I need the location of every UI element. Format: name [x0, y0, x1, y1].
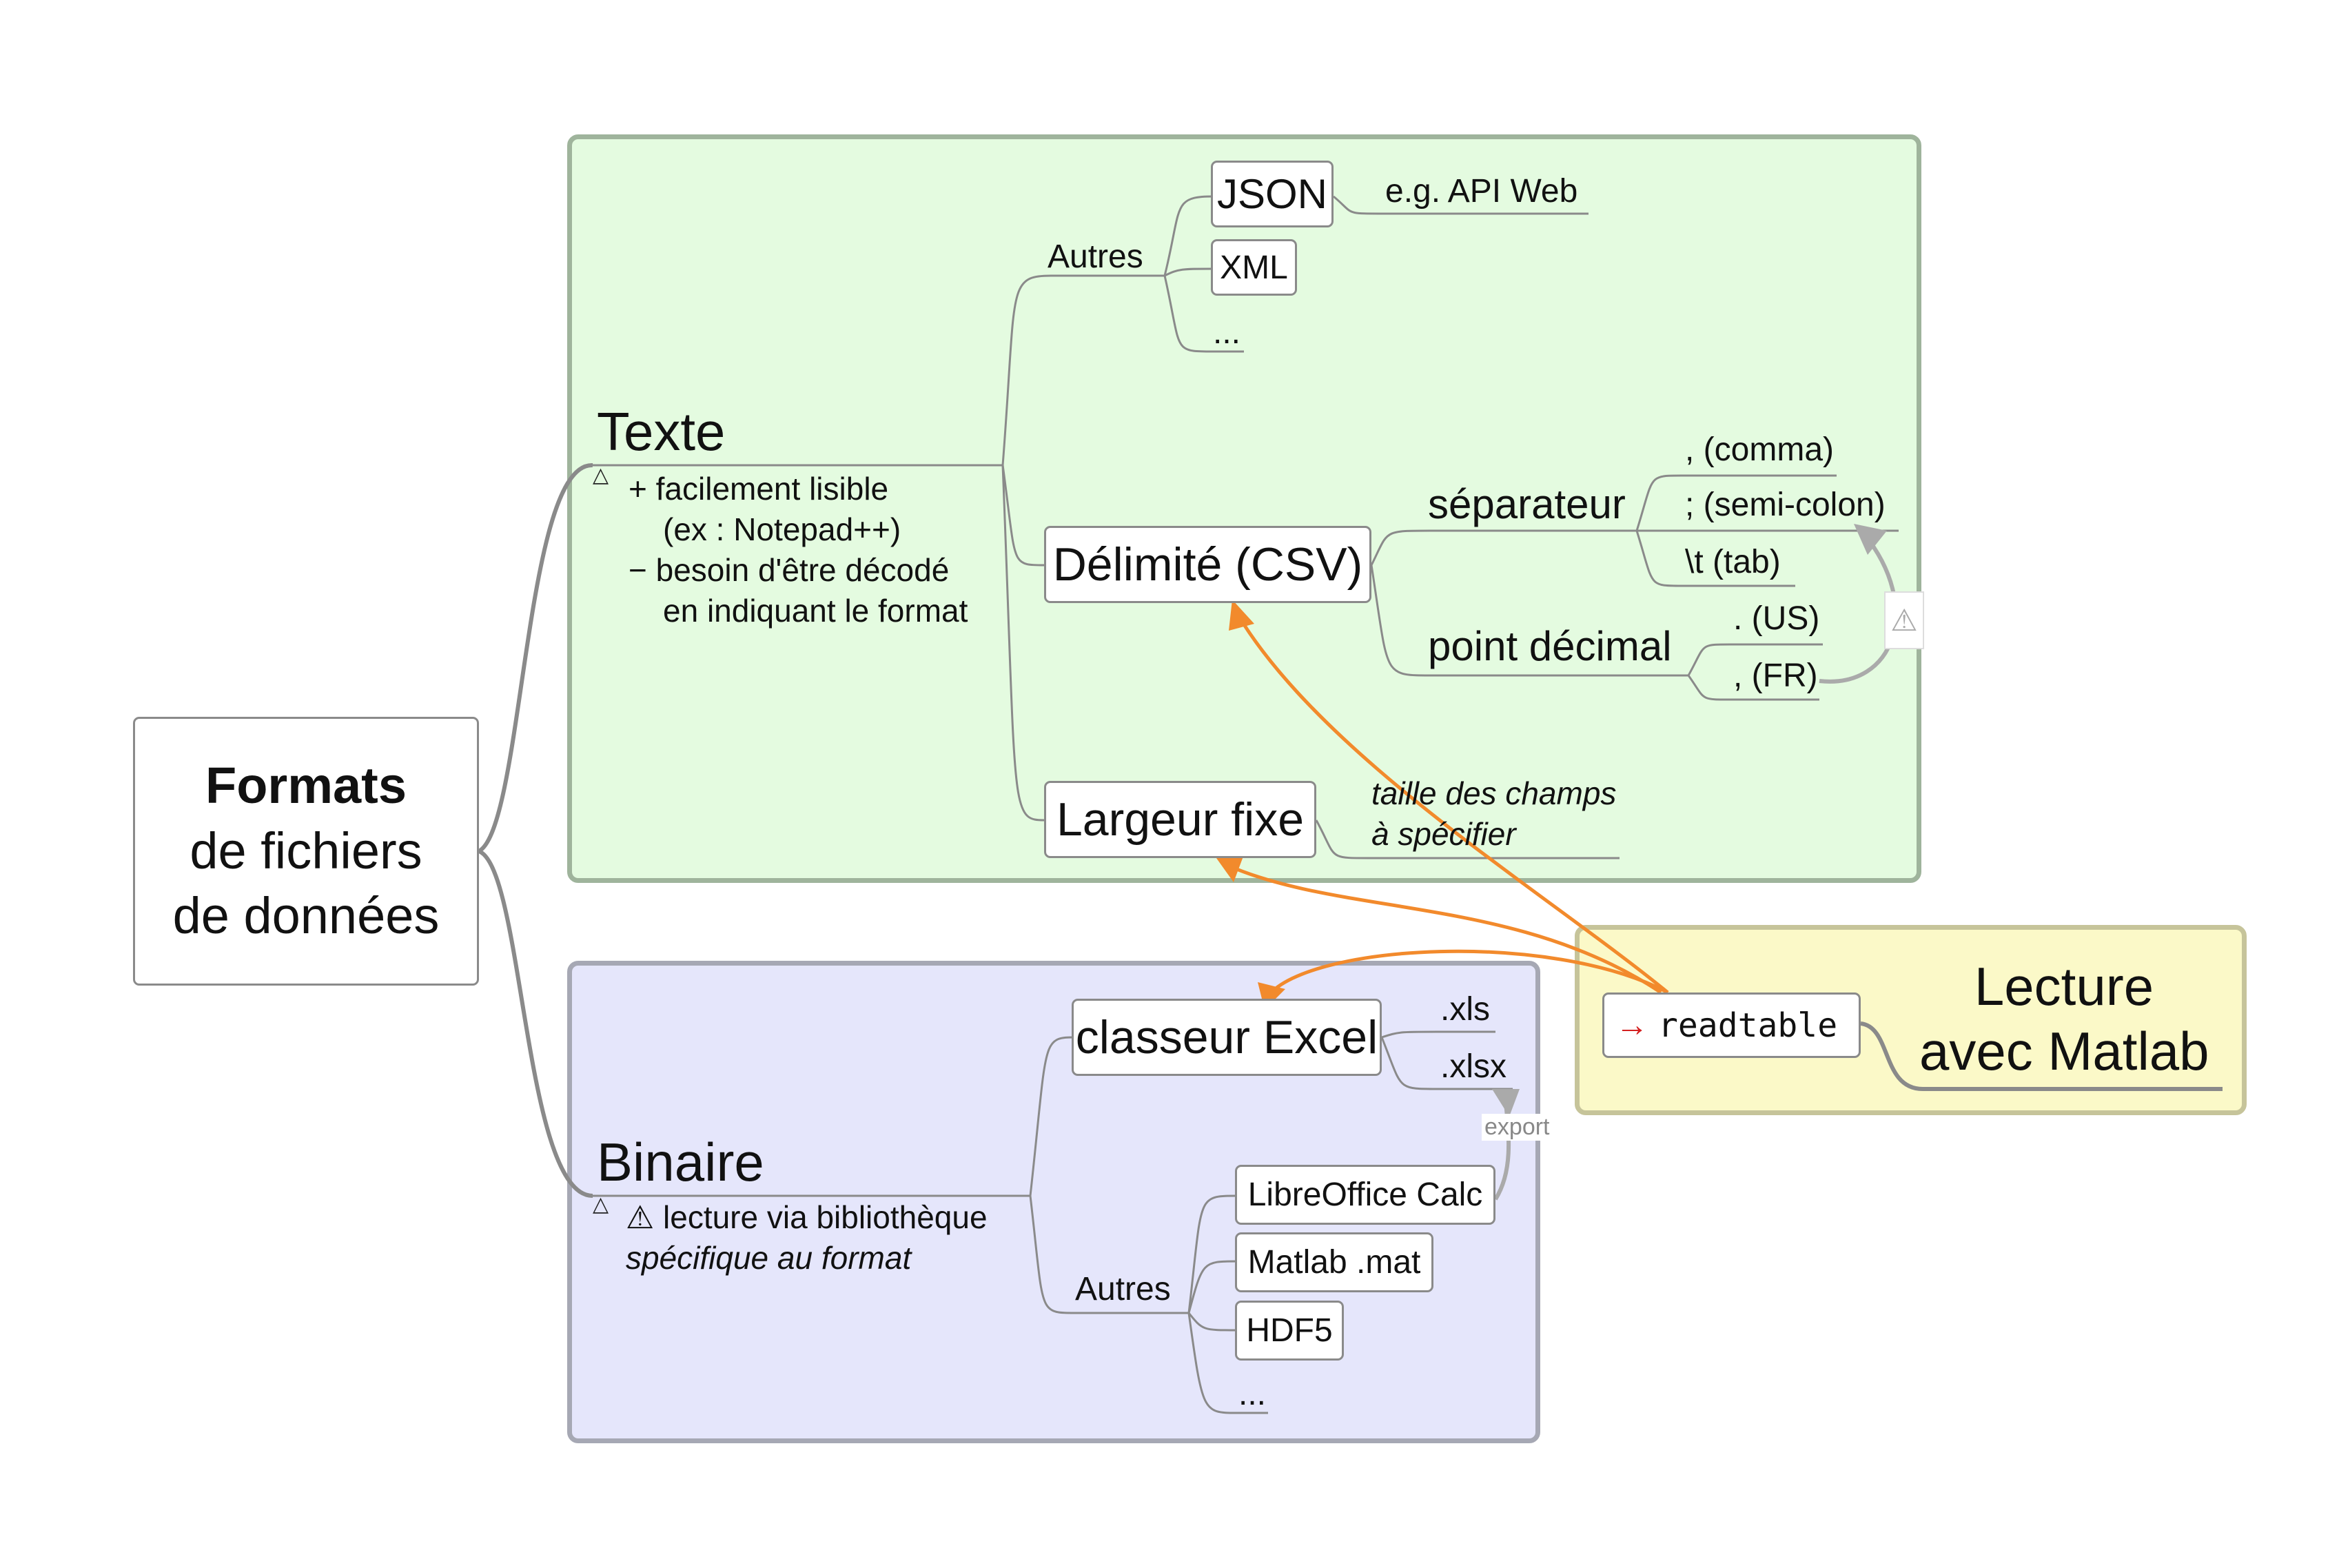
point-decimal-option: . (US): [1733, 600, 1820, 637]
link-autres-xml: [1164, 267, 1214, 277]
link-readtable-lecture: [1860, 1021, 2223, 1091]
export-arrowhead: [1492, 1089, 1520, 1117]
point-decimal-option: , (FR): [1733, 658, 1818, 694]
separateur-option: \t (tab): [1685, 544, 1781, 580]
link-binaire-excel: [1029, 1036, 1076, 1197]
link-point-fr: [1687, 675, 1819, 701]
arrow-right-icon: →: [1615, 1007, 1648, 1043]
point-decimal-label: point décimal: [1428, 623, 1672, 669]
readtable-label: readtable: [1658, 1006, 1838, 1045]
arrow-readtable-largeur: [1225, 863, 1662, 995]
texte-note-line: + facilement lisible: [629, 471, 889, 507]
link-excel-xls: [1381, 1030, 1495, 1039]
readtable-node[interactable]: → readtable: [1602, 992, 1861, 1058]
arrowhead-delimite: [1229, 600, 1254, 631]
binaire-autres-more: ...: [1238, 1376, 1267, 1412]
json-note: e.g. API Web: [1385, 173, 1578, 210]
binaire-note: ⚠ lecture via bibliothèque spécifique au…: [626, 1197, 988, 1279]
link-autres-json: [1163, 195, 1214, 276]
link-autres-dots2: [1187, 1312, 1268, 1414]
link-sep-tab: [1635, 530, 1795, 587]
link-root-binaire: [478, 849, 593, 1198]
texte-note: + facilement lisible (ex : Notepad++) − …: [629, 469, 968, 631]
largeur-fixe-note-line: à spécifier: [1371, 815, 1516, 852]
link-point-us: [1687, 643, 1823, 676]
excel-node: classeur Excel: [1072, 999, 1382, 1076]
root-title: Formats: [205, 756, 407, 814]
lecture-title-line: avec Matlab: [1919, 1020, 2209, 1081]
warning-arrowhead: [1854, 524, 1887, 555]
texte-autres-more: ...: [1213, 314, 1241, 351]
collapse-toggle-icon[interactable]: △: [593, 1193, 609, 1216]
link-autres-matlab: [1187, 1260, 1238, 1314]
largeur-fixe-note-line: taille des champs: [1371, 775, 1617, 811]
hdf5-node: HDF5: [1235, 1301, 1344, 1361]
link-texte-delimite: [1001, 465, 1045, 567]
separateur-option: ; (semi-colon): [1685, 487, 1886, 523]
texte-note-line: (ex : Notepad++): [663, 511, 901, 547]
arrow-readtable-excel: [1267, 949, 1669, 997]
libreoffice-node: LibreOffice Calc: [1235, 1165, 1495, 1225]
binaire-autres-label: Autres: [1075, 1271, 1171, 1307]
delimite-node: Délimité (CSV): [1044, 526, 1371, 603]
binaire-note-line: ⚠ lecture via bibliothèque: [626, 1199, 988, 1235]
xml-node: XML: [1211, 239, 1297, 296]
binaire-title: Binaire: [597, 1132, 764, 1192]
binaire-note-line: spécifique au format: [626, 1239, 912, 1276]
link-delimite-point: [1370, 564, 1688, 677]
link-root-texte: [478, 462, 593, 853]
link-autres-hdf5: [1187, 1312, 1238, 1332]
link-largeur-note: [1315, 819, 1620, 859]
root-line2: de fichiers: [190, 822, 422, 879]
link-delimite-separateur: [1370, 529, 1637, 566]
link-json-note: [1333, 195, 1589, 215]
json-node: JSON: [1211, 161, 1334, 227]
link-sep-comma: [1635, 474, 1837, 531]
separateur-label: séparateur: [1428, 481, 1626, 527]
link-texte-largeur: [1001, 465, 1045, 822]
warning-icon: ⚠: [1884, 591, 1924, 649]
lecture-title-line: Lecture: [1974, 956, 2154, 1017]
excel-format: .xlsx: [1440, 1048, 1506, 1085]
largeur-fixe-node: Largeur fixe: [1044, 781, 1316, 858]
arrowhead-largeur: [1216, 855, 1244, 882]
texte-autres-label: Autres: [1048, 238, 1143, 275]
link-binaire-autres: [1029, 1195, 1189, 1314]
root-node: Formats de fichiers de données: [133, 717, 479, 986]
separateur-option: , (comma): [1685, 431, 1834, 468]
arrow-readtable-delimite: [1235, 612, 1669, 994]
excel-format: .xls: [1440, 991, 1490, 1028]
root-line3: de données: [172, 887, 440, 945]
texte-note-line: − besoin d'être décodé: [629, 551, 950, 588]
collapse-toggle-icon[interactable]: △: [593, 464, 609, 487]
link-texte-autres: [1001, 274, 1165, 466]
link-autres-dots: [1163, 275, 1244, 353]
link-excel-xlsx: [1380, 1037, 1513, 1090]
export-label: export: [1482, 1114, 1553, 1141]
largeur-fixe-note: taille des champs à spécifier: [1371, 773, 1616, 855]
lecture-title: Lecture avec Matlab: [1919, 955, 2209, 1083]
texte-title: Texte: [597, 401, 726, 462]
link-autres-libre: [1187, 1194, 1238, 1314]
matlab-mat-node: Matlab .mat: [1235, 1232, 1433, 1292]
texte-note-line: en indiquant le format: [663, 592, 968, 629]
